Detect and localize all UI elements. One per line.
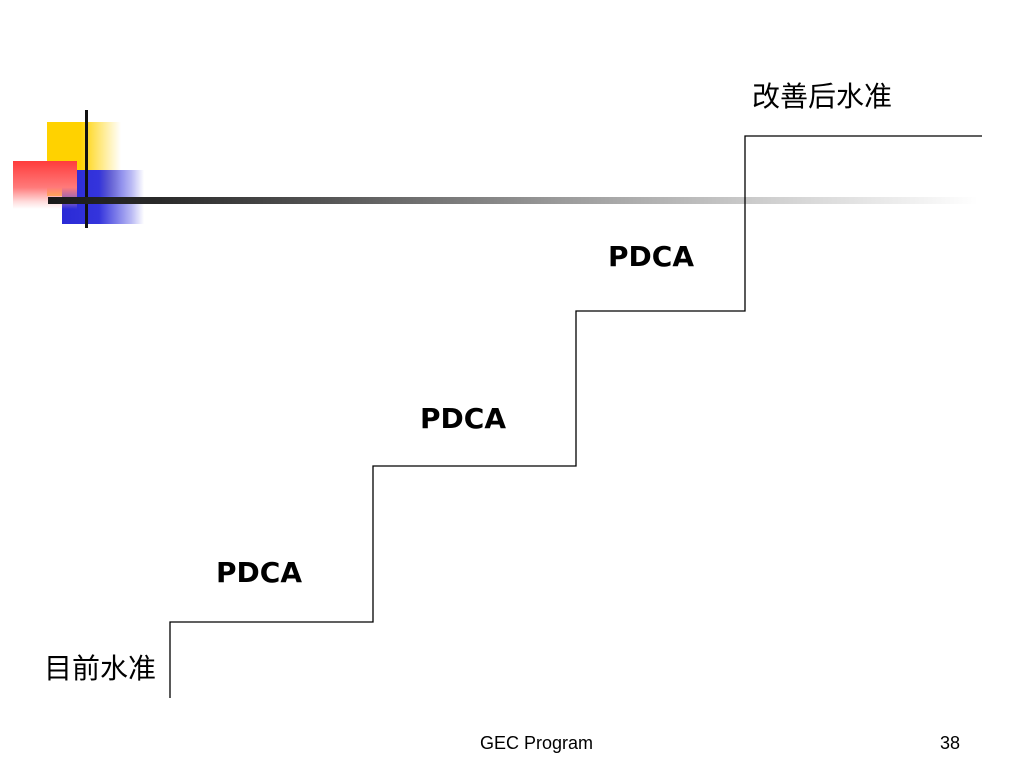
current-level-label: 目前水准	[44, 652, 157, 685]
pdca-step-3-label: PDCA	[608, 240, 694, 273]
pdca-step-1-label: PDCA	[216, 556, 302, 589]
logo-vertical-line	[85, 110, 88, 228]
header-rule	[48, 197, 978, 204]
improved-level-label: 改善后水准	[752, 80, 893, 113]
pdca-step-2-label: PDCA	[420, 402, 506, 435]
page-number: 38	[940, 733, 961, 753]
footer-title: GEC Program	[480, 733, 594, 753]
staircase-line	[169, 135, 982, 698]
